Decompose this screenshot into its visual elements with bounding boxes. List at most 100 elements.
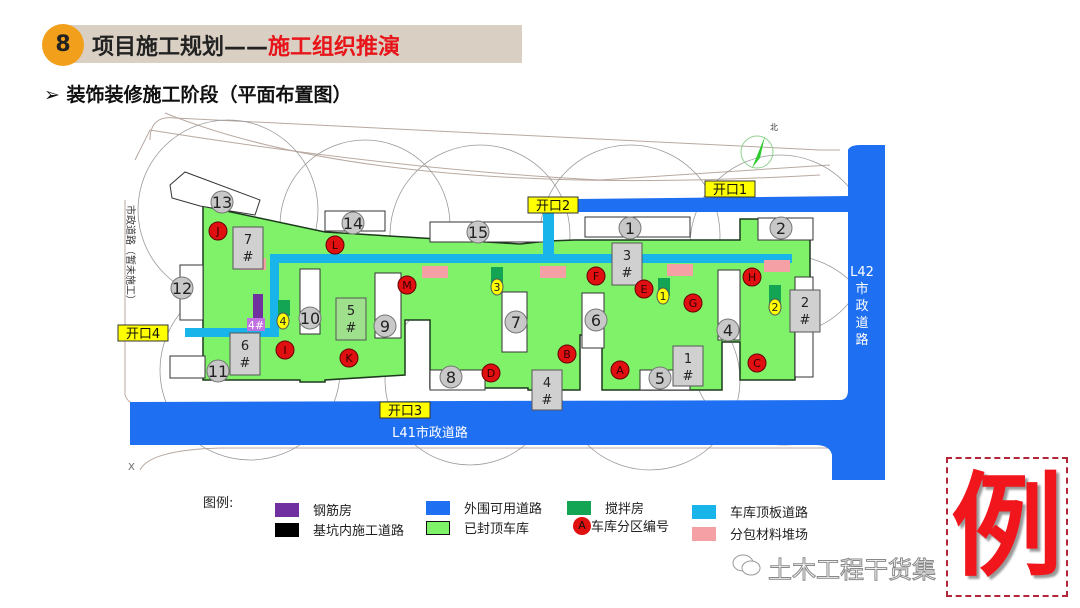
building-3: 3#	[611, 242, 643, 286]
watermark: 土木工程干货集	[768, 556, 937, 585]
crane-2: 2	[769, 216, 793, 240]
svg-text:5: 5	[347, 304, 355, 319]
zone-L: L	[325, 235, 345, 255]
zone-E: E	[634, 279, 654, 299]
svg-text:6: 6	[591, 311, 601, 330]
section-number-badge: 8	[42, 24, 84, 66]
zone-G: G	[683, 293, 703, 313]
legend-item-mixing-room: 搅拌房	[567, 498, 644, 517]
building-2: 2#	[789, 289, 821, 333]
right-road-char: L42	[850, 265, 874, 280]
svg-text:开口1: 开口1	[713, 183, 747, 198]
svg-text:E: E	[641, 283, 648, 296]
svg-text:1: 1	[660, 290, 667, 303]
mixer-markers: 4 3 1 2	[276, 278, 782, 330]
crane-15: 15	[466, 220, 490, 244]
crane-9: 9	[373, 314, 397, 338]
svg-text:#: #	[243, 250, 254, 265]
left-road-label: 市政道路（暂未施工）	[124, 205, 137, 305]
gate-labels: 开口1 开口2 开口3 开口4	[117, 180, 756, 419]
cyan-square-icon	[692, 504, 716, 519]
title-main: 项目施工规划——	[92, 35, 269, 60]
crane-7: 7	[504, 310, 528, 334]
svg-text:G: G	[689, 297, 698, 310]
svg-text:#: #	[683, 369, 694, 384]
mixer-4: 4	[276, 312, 290, 330]
crane-1: 1	[618, 216, 642, 240]
mixing-rooms	[278, 267, 781, 316]
svg-text:11: 11	[208, 362, 228, 381]
darkgreen-square-icon	[567, 500, 591, 515]
svg-text:开口3: 开口3	[388, 404, 422, 419]
svg-text:北: 北	[770, 123, 778, 132]
zone-A: A	[610, 360, 630, 380]
example-stamp: 例	[946, 457, 1068, 597]
page-title: 项目施工规划——施工组织推演	[92, 29, 400, 61]
svg-text:K: K	[345, 352, 353, 365]
svg-text:2: 2	[772, 301, 779, 314]
svg-text:2: 2	[776, 219, 786, 238]
building-markers: 7#6#5#4#3#1#2#	[229, 226, 821, 411]
svg-text:14: 14	[343, 214, 363, 233]
svg-text:J: J	[215, 225, 219, 238]
rebar-room-label: 4#	[248, 319, 264, 332]
outer-road-top	[575, 196, 850, 212]
building-1: 1#	[672, 345, 704, 387]
crane-13: 13	[210, 190, 234, 214]
right-road-char: 市	[855, 281, 868, 297]
pink-square-icon	[692, 526, 716, 541]
svg-text:13: 13	[212, 193, 232, 212]
zone-B: B	[557, 344, 577, 364]
green-square-icon	[426, 520, 450, 535]
subtitle-text: 装饰装修施工阶段（平面布置图）	[66, 84, 352, 106]
svg-text:3: 3	[623, 249, 631, 264]
svg-text:4: 4	[723, 321, 733, 340]
svg-text:B: B	[563, 348, 571, 361]
crane-10: 10	[298, 306, 322, 330]
svg-text:6: 6	[241, 339, 249, 354]
svg-text:L: L	[332, 239, 339, 252]
gate-2: 开口2	[527, 196, 579, 214]
legend-item-rebar-room: 钢筋房	[275, 500, 352, 519]
svg-text:2: 2	[801, 296, 809, 311]
mixer-1: 1	[656, 287, 670, 305]
crane-12: 12	[170, 276, 194, 300]
mixer-3: 3	[490, 278, 504, 296]
purple-square-icon	[275, 502, 299, 517]
building-7: 7#	[232, 226, 264, 270]
svg-text:M: M	[402, 279, 412, 292]
svg-text:4: 4	[543, 376, 551, 391]
bottom-road-label: L41市政道路	[392, 425, 468, 441]
gate-3: 开口3	[379, 401, 431, 419]
north-arrow-icon: 北	[740, 123, 778, 169]
gate-1: 开口1	[704, 180, 756, 198]
site-outline-lines	[124, 112, 840, 471]
legend-title: 图例:	[203, 496, 234, 511]
legend-item-material-yard: 分包材料堆场	[692, 524, 808, 543]
svg-text:#: #	[622, 266, 633, 281]
svg-text:5: 5	[655, 369, 665, 388]
svg-text:F: F	[593, 270, 599, 283]
svg-text:8: 8	[446, 368, 456, 387]
svg-text:10: 10	[300, 309, 320, 328]
building-4: 4#	[531, 369, 563, 411]
zone-D: D	[481, 363, 501, 383]
zone-I: I	[275, 340, 295, 360]
mixer-2: 2	[768, 298, 782, 316]
right-road-char: 政	[855, 299, 868, 314]
svg-text:7: 7	[244, 233, 252, 248]
svg-text:开口4: 开口4	[126, 327, 160, 342]
title-highlight: 施工组织推演	[268, 35, 401, 60]
crane-8: 8	[439, 365, 463, 389]
black-square-icon	[275, 522, 299, 537]
right-road-char: 道	[855, 316, 868, 331]
zone-F: F	[586, 266, 606, 286]
rebar-room	[253, 294, 263, 319]
svg-text:C: C	[753, 357, 761, 370]
crane-4: 4	[716, 318, 740, 342]
legend-item-sealed-garage: 已封顶车库	[426, 518, 529, 537]
building-6: 6#	[229, 332, 261, 376]
svg-text:12: 12	[172, 279, 192, 298]
